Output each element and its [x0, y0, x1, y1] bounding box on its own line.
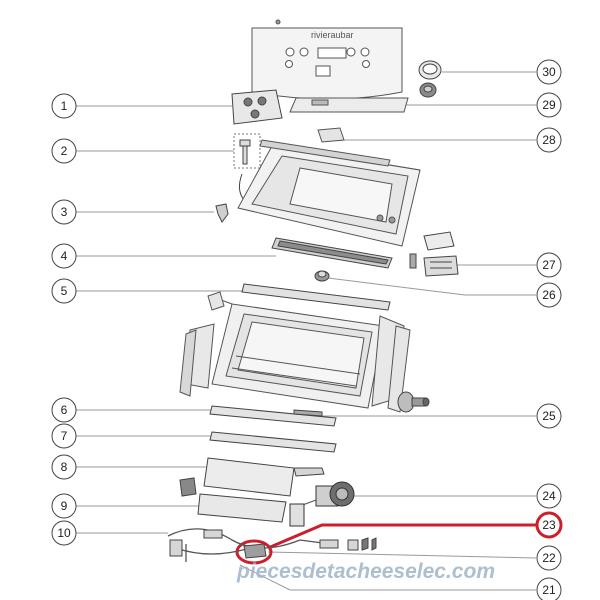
- callout-circle: [51, 93, 77, 119]
- part-27-latch: [409, 231, 459, 277]
- callout-22: 22: [536, 545, 562, 571]
- highlight-leader-23: [235, 523, 536, 565]
- callout-23: 23: [535, 511, 563, 539]
- callout-number: 3: [61, 205, 68, 219]
- callout-circle: [51, 199, 77, 225]
- callout-26: 26: [536, 282, 562, 308]
- part-30-knob: [418, 60, 442, 98]
- callout-25: 25: [536, 403, 562, 429]
- callout-number: 6: [61, 403, 68, 417]
- callout-24: 24: [536, 483, 562, 509]
- callout-number: 5: [61, 284, 68, 298]
- callout-circle: [536, 127, 562, 153]
- part-9-plate: [179, 477, 287, 523]
- callout-number: 1: [61, 99, 68, 113]
- brand-label: rivieraubar: [311, 30, 354, 40]
- callout-3: 3: [51, 199, 77, 225]
- main-body: [185, 295, 405, 409]
- part-25-motor: [397, 391, 430, 413]
- callout-number: 26: [542, 288, 556, 302]
- callout-number: 30: [542, 65, 556, 79]
- watermark-text: piecesdetacheeselec.com: [236, 560, 495, 583]
- callout-2: 2: [51, 138, 77, 164]
- callout-number: 21: [542, 583, 556, 597]
- callout-circle: [536, 483, 562, 509]
- callout-circle: [536, 59, 562, 85]
- callout-number: 29: [542, 98, 556, 112]
- callout-28: 28: [536, 127, 562, 153]
- callout-number: 23: [542, 518, 556, 532]
- callout-circle: [535, 511, 563, 539]
- part-1-button-block: [231, 89, 283, 125]
- callout-number: 27: [542, 258, 556, 272]
- upper-cover-frame: [237, 139, 421, 247]
- callout-27: 27: [536, 252, 562, 278]
- callout-circle: [536, 577, 562, 600]
- callout-number: 24: [542, 489, 556, 503]
- callout-number: 4: [61, 249, 68, 263]
- callout-number: 9: [61, 499, 68, 513]
- callout-circle: [51, 520, 77, 546]
- top-control-panel: [251, 19, 403, 100]
- callouts-left: 1 2 3 4 5 6 7 8 9 10: [51, 93, 77, 546]
- callout-circle: [51, 138, 77, 164]
- part-29-pcb: [289, 97, 409, 113]
- callout-number: 7: [61, 429, 68, 443]
- callout-circle: [51, 278, 77, 304]
- callout-circle: [51, 243, 77, 269]
- callout-9: 9: [51, 493, 77, 519]
- callout-6: 6: [51, 397, 77, 423]
- part-4-gasket: [271, 237, 393, 269]
- callout-number: 8: [61, 460, 68, 474]
- leader-lines: [76, 71, 537, 591]
- callout-21: 21: [536, 577, 562, 600]
- callout-circle: [536, 403, 562, 429]
- part-5-bar: [241, 283, 391, 311]
- callout-circle: [51, 397, 77, 423]
- callout-number: 2: [61, 144, 68, 158]
- side-arms: [179, 291, 411, 413]
- callout-10: 10: [51, 520, 77, 546]
- callout-circle: [51, 454, 77, 480]
- callout-5: 5: [51, 278, 77, 304]
- callout-7: 7: [51, 423, 77, 449]
- part-26-knob: [314, 270, 330, 282]
- callout-number: 28: [542, 133, 556, 147]
- callout-number: 25: [542, 409, 556, 423]
- part-3-clip: [215, 203, 229, 223]
- callout-29: 29: [536, 92, 562, 118]
- part-24-pump: [289, 481, 355, 527]
- callout-circle: [536, 252, 562, 278]
- callout-4: 4: [51, 243, 77, 269]
- callout-circle: [51, 423, 77, 449]
- callout-8: 8: [51, 454, 77, 480]
- callouts-right: 30 29 28 27 26 25 24 23 22 21: [535, 59, 563, 600]
- callout-number: 10: [57, 526, 71, 540]
- callout-30: 30: [536, 59, 562, 85]
- callout-number: 22: [542, 551, 556, 565]
- small-components: [169, 529, 377, 559]
- callout-circle: [536, 282, 562, 308]
- callout-1: 1: [51, 93, 77, 119]
- callout-circle: [536, 92, 562, 118]
- callout-circle: [51, 493, 77, 519]
- parts-6-7-bars: [209, 405, 337, 453]
- part-8-plate: [203, 457, 325, 497]
- part-28-bracket: [317, 127, 345, 143]
- callout-circle: [536, 545, 562, 571]
